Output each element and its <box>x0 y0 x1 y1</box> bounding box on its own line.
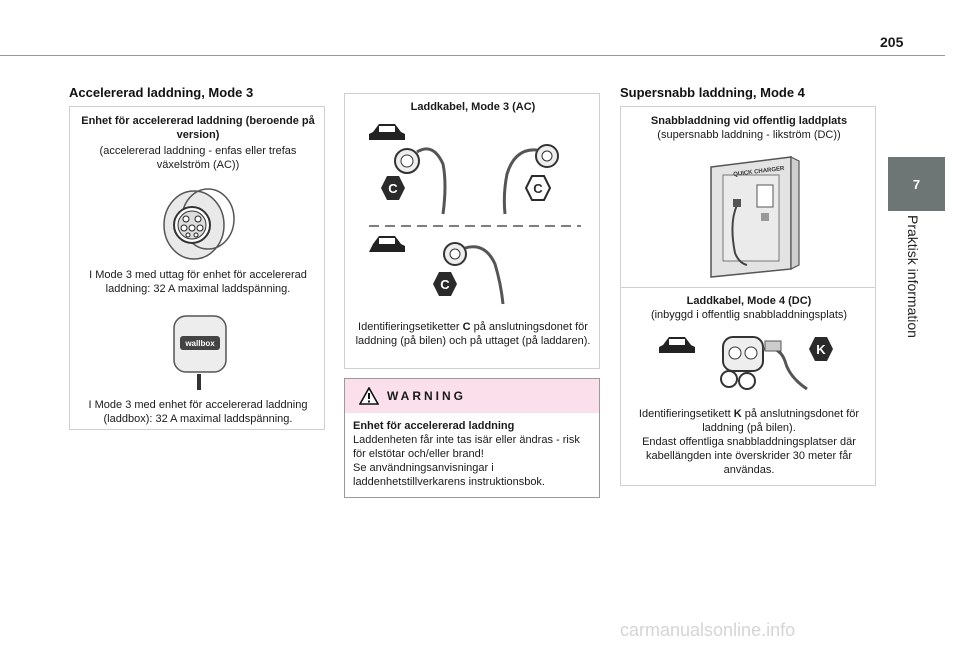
label-k-icon: K <box>809 337 833 361</box>
mode4-box: Snabbladdning vid offentlig laddplats (s… <box>620 106 876 486</box>
mode4-cable-illustration: K <box>659 336 833 391</box>
car-icon <box>369 124 405 140</box>
mode3-cable-box: Laddkabel, Mode 3 (AC) C C <box>344 93 600 369</box>
warning-title: WARNING <box>387 389 466 403</box>
svg-text:K: K <box>816 342 826 357</box>
warning-header: WARNING <box>345 379 599 413</box>
mode4-sub-2: (inbyggd i offentlig snabbladdningsplats… <box>650 309 848 321</box>
car-icon-2 <box>369 236 405 252</box>
warning-heading: Enhet för accelererad laddning <box>353 420 515 432</box>
mode3-unit-box: Enhet för accelererad laddning (beroende… <box>69 106 325 430</box>
chapter-tab[interactable]: 7 <box>888 157 945 211</box>
chapter-tab-label: Praktisk information <box>905 215 921 338</box>
wallbox-logo: wallbox <box>184 339 215 348</box>
mode3-cable-heading: Laddkabel, Mode 3 (AC) <box>410 101 536 113</box>
cable-plug-icon <box>443 242 505 305</box>
car-icon-3 <box>659 337 695 353</box>
section-title-mode4: Supersnabb laddning, Mode 4 <box>620 85 805 100</box>
label-c-filled-icon: C <box>381 176 405 200</box>
charger-connector-icon <box>502 144 559 215</box>
mode3-unit-heading: Enhet för accelererad laddning (beroende… <box>81 115 315 141</box>
charging-socket-icon <box>163 188 235 260</box>
dc-connector-icon <box>720 336 808 391</box>
section-title-mode3: Accelererad laddning, Mode 3 <box>69 85 254 100</box>
svg-text:C: C <box>533 181 543 196</box>
warning-triangle-icon <box>359 387 379 405</box>
warning-text-2: Se användningsanvisningar i laddenhetsti… <box>353 462 545 488</box>
mode4-heading-2: Laddkabel, Mode 4 (DC) <box>686 295 812 307</box>
car-connector-icon <box>394 147 447 215</box>
wallbox-icon: wallbox <box>173 315 227 390</box>
quick-charger-icon: QUICK CHARGER <box>710 156 800 278</box>
mode4-sub-1: (supersnabb laddning - likström (DC)) <box>657 129 841 141</box>
mode3-socket-caption: I Mode 3 med uttag för enhet för acceler… <box>89 269 307 295</box>
mode3-wallbox-caption: I Mode 3 med enhet för accelererad laddn… <box>88 399 308 425</box>
top-rule <box>0 55 945 56</box>
warning-text-1: Laddenheten får inte tas isär eller ändr… <box>353 434 580 460</box>
mode4-caption-2: Endast offentliga snabbladdningsplatser … <box>642 436 856 476</box>
mode4-divider <box>621 287 875 288</box>
page-number: 205 <box>880 34 904 50</box>
footer-watermark: carmanualsonline.info <box>620 620 796 640</box>
mode3-cable-caption: Identifieringsetiketter C på anslutnings… <box>355 321 591 347</box>
svg-text:C: C <box>388 181 398 196</box>
svg-text:C: C <box>440 277 450 292</box>
label-c-outline-icon: C <box>524 175 552 201</box>
mode4-heading-1: Snabbladdning vid offentlig laddplats <box>650 115 848 127</box>
label-c-filled-icon-2: C <box>433 272 457 296</box>
mode3-unit-sub: (accelererad laddning - enfas eller tref… <box>99 145 297 171</box>
warning-box: WARNING Enhet för accelererad laddning L… <box>344 378 600 498</box>
mode3-cable-illustration: C C C <box>369 124 581 305</box>
mode4-caption-1: Identifieringsetikett K på anslutningsdo… <box>638 408 860 434</box>
